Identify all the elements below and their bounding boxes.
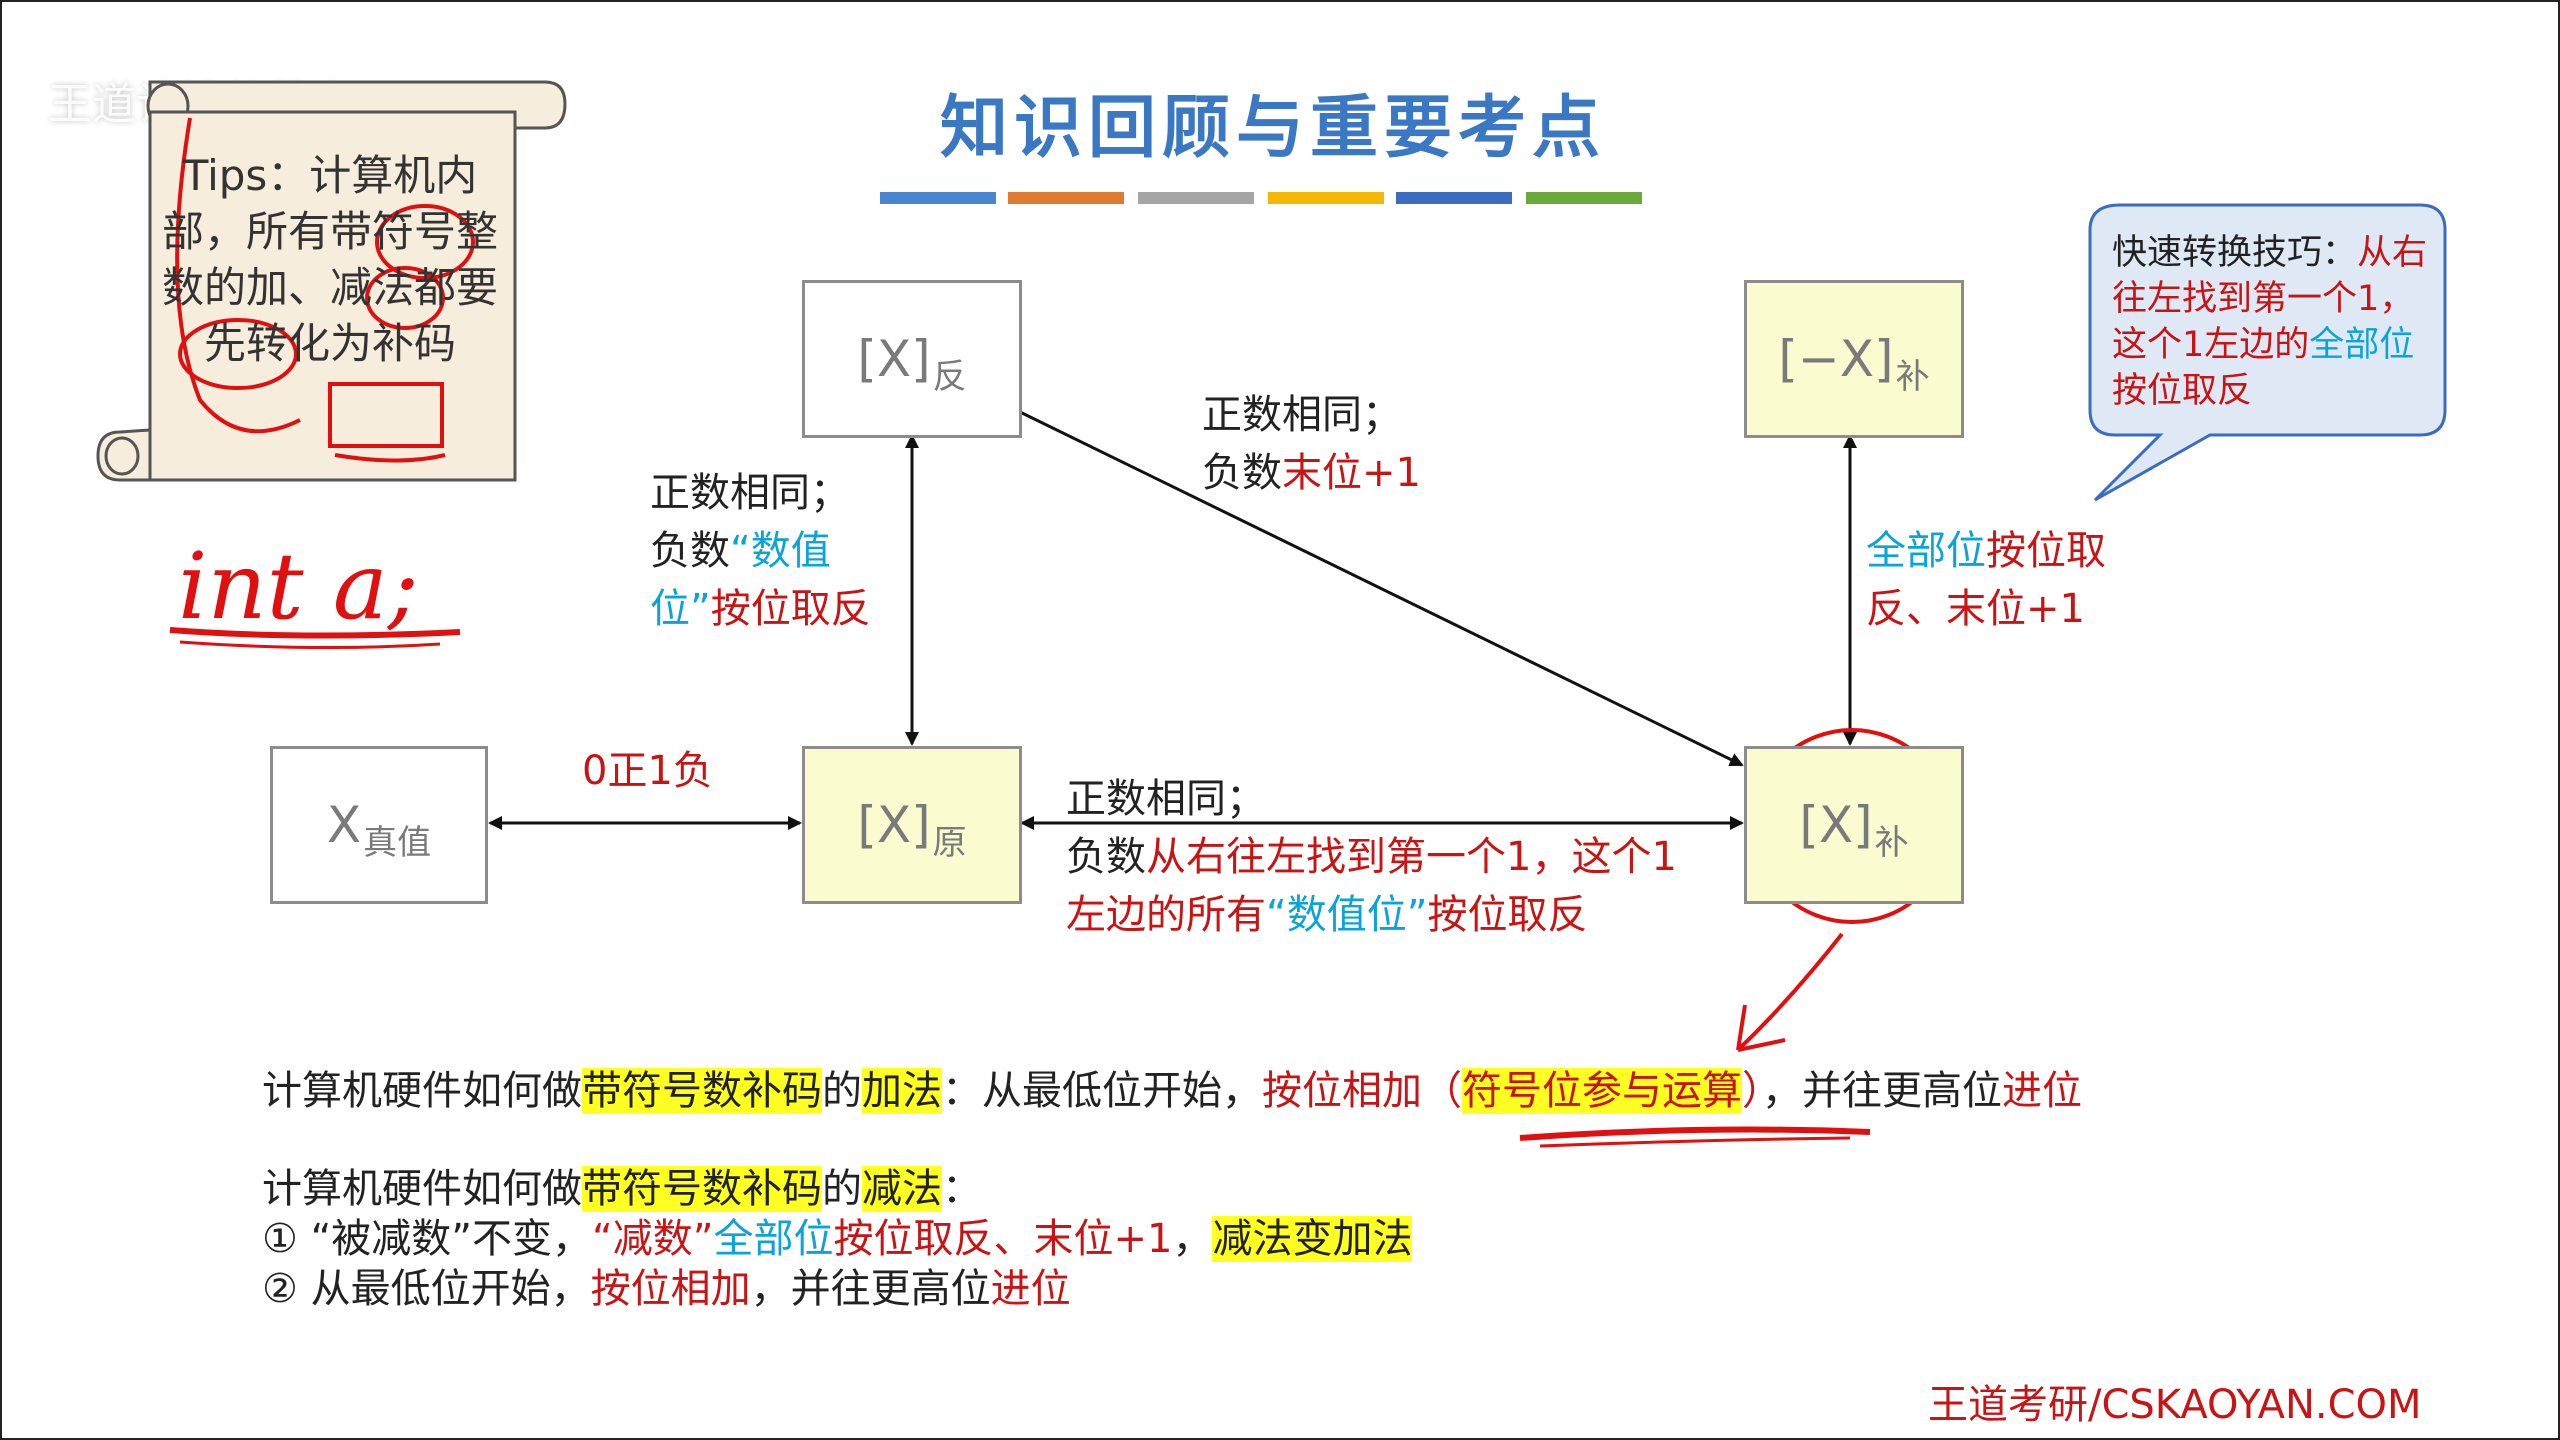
label-diagonal-rule: 正数相同； 负数末位+1	[1202, 392, 1421, 496]
tips-text: Tips：计算机内部，所有带符号整数的加、减法都要先转化为补码	[161, 151, 498, 368]
subtraction-step-2: ② 从最低位开始，按位相加，并往更高位进位	[262, 1266, 1071, 1312]
slide-title: 知识回顾与重要考点	[940, 89, 1607, 168]
box-ones-complement: [X]反	[802, 280, 1022, 438]
label-neg-rule: 全部位按位取 反、末位+1	[1866, 528, 2106, 632]
color-bar-1	[880, 192, 996, 204]
label-zero-one: 0正1负	[582, 748, 713, 794]
color-bar-6	[1526, 192, 1642, 204]
color-bar-2	[1008, 192, 1124, 204]
tips-scroll-icon	[96, 80, 567, 482]
subtraction-rule: 计算机硬件如何做带符号数补码的减法：	[262, 1166, 982, 1212]
box-neg-twos-complement: [−X]补	[1744, 280, 1964, 438]
speech-bubble	[2088, 203, 2447, 502]
color-bar-4	[1268, 192, 1384, 204]
subtraction-step-1: ① “被减数”不变，“减数”全部位按位取反、末位+1，减法变加法	[262, 1216, 1413, 1262]
color-bar-3	[1138, 192, 1254, 204]
label-yuan-bu-rule: 正数相同； 负数从右往左找到第一个1，这个1 左边的所有“数值位”按位取反	[1066, 776, 1677, 938]
footer-brand: 王道考研/CSKAOYAN.COM	[1928, 1382, 2422, 1428]
bubble-text: 快速转换技巧：从右往左找到第一个1，这个1左边的全部位按位取反	[2112, 233, 2428, 411]
addition-rule: 计算机硬件如何做带符号数补码的加法：从最低位开始，按位相加（符号位参与运算），并…	[262, 1068, 2082, 1114]
label-fan-rule: 正数相同； 负数“数值 位”按位取反	[650, 470, 871, 632]
box-sign-magnitude: [X]原	[802, 746, 1022, 904]
handwritten-int-a: int a;	[178, 533, 419, 640]
color-bar-5	[1396, 192, 1512, 204]
box-twos-complement: [X]补	[1744, 746, 1964, 904]
